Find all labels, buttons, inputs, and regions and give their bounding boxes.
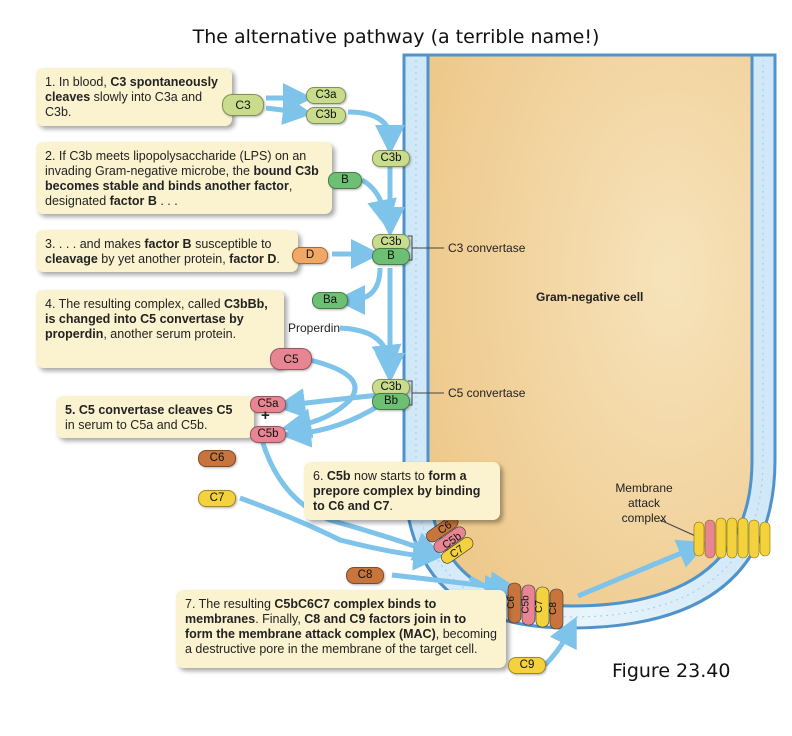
step-text-segment: bound C3b becomes stable and binds anoth… xyxy=(45,164,319,193)
c5a-molecule: C5a xyxy=(250,396,286,413)
plus-sign: + xyxy=(261,407,270,424)
step-text-segment: C8 and C9 factors join in to form the me… xyxy=(185,612,467,641)
membrane-c8-label: C8 xyxy=(547,602,559,615)
step-text-segment: , another serum protein. xyxy=(103,327,237,341)
step-text-segment: , designated xyxy=(45,179,293,208)
c3b-c5convertase-molecule: C3b xyxy=(372,379,410,396)
step-2-box: 2. If C3b meets lipopolysaccharide (LPS)… xyxy=(36,142,332,214)
step-4-box: 4. The resulting complex, called C3bBb, … xyxy=(36,290,284,368)
c3-convertase-label: C3 convertase xyxy=(448,241,526,255)
membrane-c7-label: C7 xyxy=(533,600,545,613)
membrane-complex xyxy=(507,582,564,630)
bb-molecule: Bb xyxy=(372,393,410,410)
step-text-segment: C5b xyxy=(326,469,351,483)
step-text-segment: , becoming a destructive pore in the mem… xyxy=(185,627,497,656)
factor-b-molecule: B xyxy=(328,172,362,189)
properdin-label: Properdin xyxy=(288,321,341,335)
c5-molecule: C5 xyxy=(270,348,312,370)
step-text-segment: by yet another protein, xyxy=(97,252,230,266)
c3b-molecule: C3b xyxy=(306,107,346,124)
c3b-bound-molecule: C3b xyxy=(372,150,410,167)
step-text-segment: 3. . . . and makes xyxy=(45,237,145,251)
step-text-segment: . . . xyxy=(156,194,178,208)
step-3-box: 3. . . . and makes factor B susceptible … xyxy=(36,230,298,272)
c5b-molecule: C5b xyxy=(250,426,286,443)
step-text-segment: . Finally, xyxy=(255,612,305,626)
flow-arrows xyxy=(239,83,708,667)
step-5-box: 5. C5 convertase cleaves C5 in serum to … xyxy=(56,396,254,438)
c9-molecule: C9 xyxy=(508,657,546,674)
step-text-segment: 6. xyxy=(313,469,327,483)
step-text-segment: now starts to xyxy=(350,469,429,483)
ba-molecule: Ba xyxy=(312,292,348,309)
step-text-segment: 7. The resulting xyxy=(185,597,275,611)
figure-label: Figure 23.40 xyxy=(612,660,731,682)
step-text-segment: in serum to C5a and C5b. xyxy=(65,418,208,432)
mac-pore xyxy=(693,517,771,559)
b-convertase-molecule: B xyxy=(372,248,410,265)
c6-molecule: C6 xyxy=(198,450,236,467)
step-text-segment: 5. C5 convertase cleaves C5 xyxy=(65,403,233,417)
step-text-segment: 2. If C3b meets lipopolysaccharide (LPS)… xyxy=(45,149,307,178)
c5-convertase-label: C5 convertase xyxy=(448,386,526,400)
step-text-segment: form a prepore complex by binding to C6 … xyxy=(313,469,481,513)
step-1-box: 1. In blood, C3 spontaneously cleaves sl… xyxy=(36,68,232,126)
step-text-segment: . xyxy=(276,252,280,266)
step-text-segment: . xyxy=(389,499,393,513)
cell-cytoplasm xyxy=(426,53,754,608)
page-title: The alternative pathway (a terrible name… xyxy=(192,26,600,48)
step-text-segment: C5bC6C7 complex binds to membranes xyxy=(185,597,437,626)
c7-molecule: C7 xyxy=(198,490,236,507)
step-text-segment: C3bBb, is changed into C5 convertase by … xyxy=(45,297,268,341)
step-text-segment: factor D xyxy=(229,252,277,266)
factor-d-molecule: D xyxy=(292,247,328,264)
mac-label: Membrane attack complex xyxy=(615,481,673,525)
step-text-segment: slowly into C3a and C3b. xyxy=(45,90,203,119)
step-text-segment: C3 spontaneously cleaves xyxy=(45,75,218,104)
step-7-box: 7. The resulting C5bC6C7 complex binds t… xyxy=(176,590,506,668)
c3a-molecule: C3a xyxy=(306,87,346,104)
step-6-box: 6. C5b now starts to form a prepore comp… xyxy=(304,462,500,520)
step-text-segment: susceptible to xyxy=(191,237,272,251)
step-text-segment: factor B xyxy=(144,237,192,251)
step-text-segment: factor B xyxy=(109,194,157,208)
c3-molecule: C3 xyxy=(222,94,264,116)
membrane-c6-label: C6 xyxy=(505,596,517,609)
c8-molecule: C8 xyxy=(346,567,384,584)
membrane-c5b-label: C5b xyxy=(520,595,532,614)
cell-label: Gram-negative cell xyxy=(536,290,644,304)
step-text-segment: 1. In blood, xyxy=(45,75,111,89)
step-text-segment: 4. The resulting complex, called xyxy=(45,297,225,311)
step-text-segment: cleavage xyxy=(45,252,98,266)
